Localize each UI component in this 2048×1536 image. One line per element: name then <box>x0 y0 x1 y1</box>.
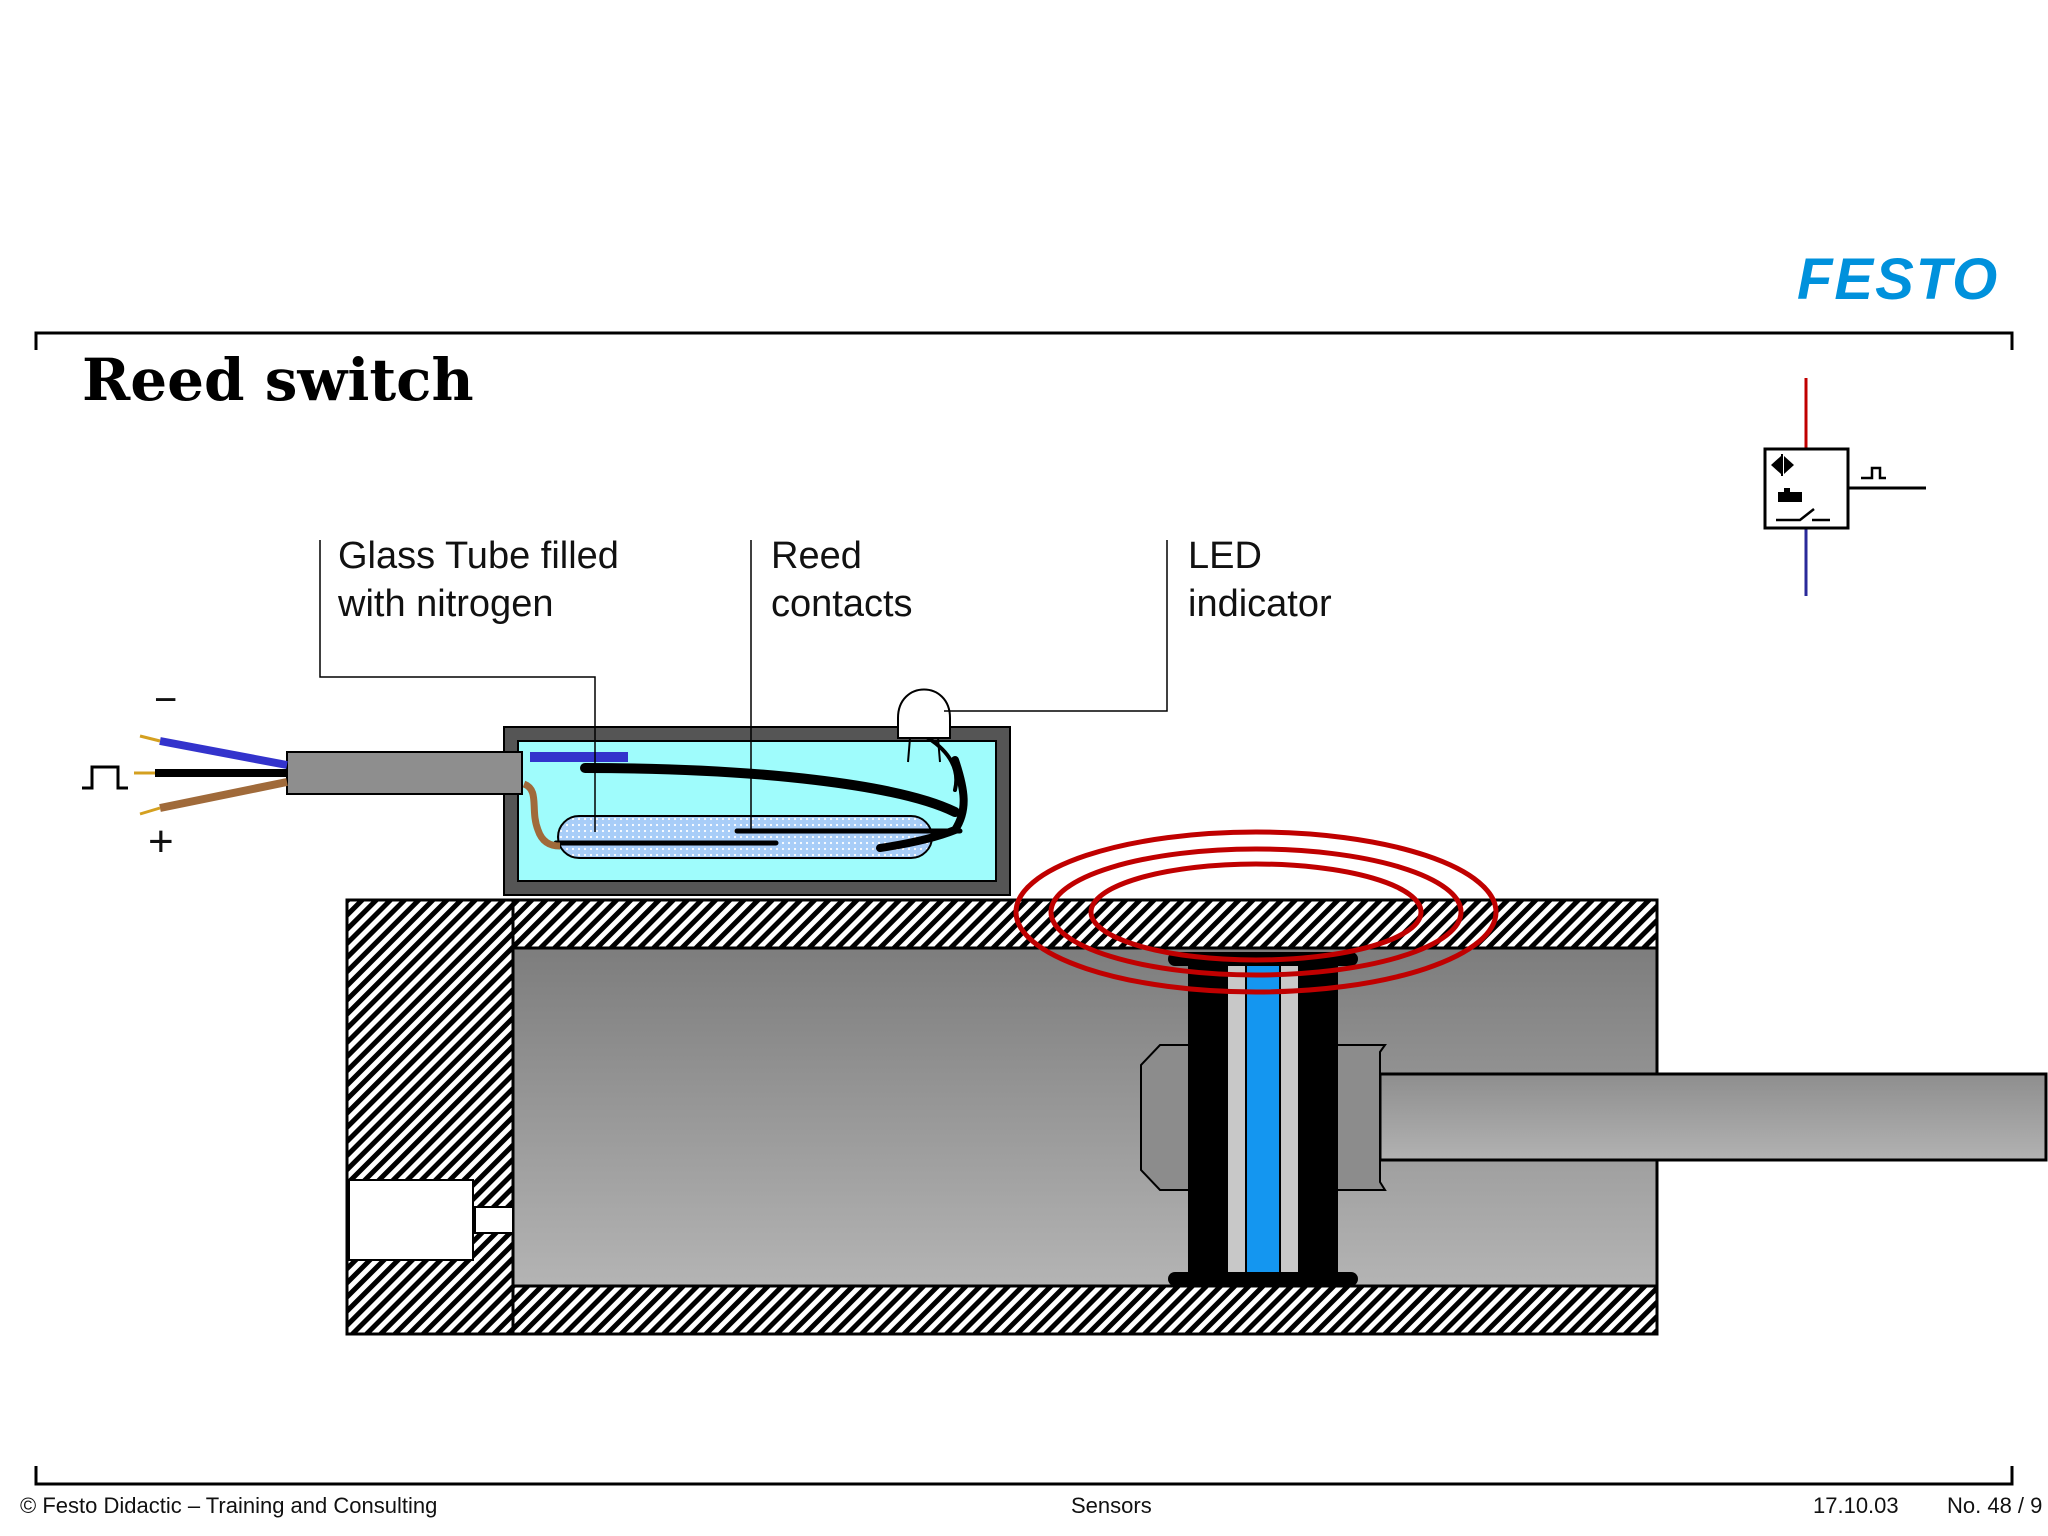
festo-logo: FESTO <box>1797 247 2000 312</box>
piston <box>1140 952 1387 1286</box>
negative-terminal-label: − <box>154 678 178 722</box>
footer-date: 17.10.03 <box>1813 1493 1899 1518</box>
footer-topic: Sensors <box>1071 1493 1152 1518</box>
reed-contacts <box>553 736 968 852</box>
led-indicator <box>897 688 951 763</box>
header-frame-line <box>34 331 2014 350</box>
piston-rod <box>1378 1072 2048 1162</box>
magnetic-field-rings <box>1013 829 1499 995</box>
led-indicator-label: LED indicator <box>1188 535 1332 625</box>
glass-tube <box>557 815 933 859</box>
leader-lines <box>319 540 1168 832</box>
positive-terminal-label: + <box>148 817 174 866</box>
glass-tube-label: Glass Tube filled with nitrogen <box>338 535 619 625</box>
footer-frame-line <box>34 1466 2014 1486</box>
footer-copyright: © Festo Didactic – Training and Consulti… <box>20 1493 438 1518</box>
sensor-symbol <box>1763 378 1926 596</box>
reed-sensor-housing <box>503 726 1011 896</box>
cable <box>82 734 523 816</box>
slide-title: Reed switch <box>82 346 474 414</box>
internal-wire-brown <box>522 780 561 850</box>
reed-contacts-label: Reed contacts <box>771 535 913 625</box>
footer-page-number: No. 48 / 9 <box>1947 1493 2043 1518</box>
cylinder <box>345 898 1659 1336</box>
